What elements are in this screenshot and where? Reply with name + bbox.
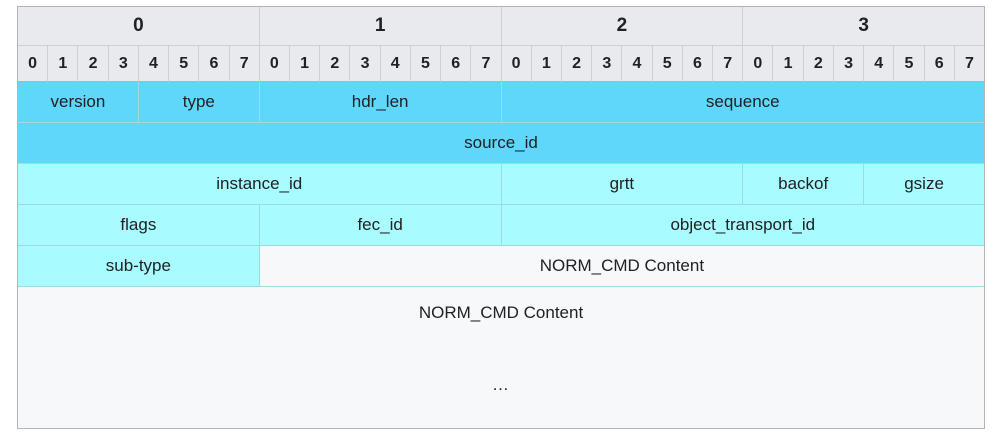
field-type: type — [138, 82, 260, 123]
field-sub-type: sub-type — [18, 246, 260, 287]
bit-header-16: 0 — [501, 46, 532, 82]
field-source-id: source_id — [18, 123, 985, 164]
bit-header-9: 1 — [289, 46, 321, 82]
field-gsize: gsize — [864, 164, 985, 205]
bit-header-27: 3 — [833, 46, 865, 82]
field-row-1: source_id — [18, 123, 985, 164]
bit-header-6: 6 — [199, 46, 230, 82]
payload-label: NORM_CMD Content — [418, 303, 584, 322]
field-fec-id: fec_id — [259, 205, 502, 246]
bit-header-30: 6 — [924, 46, 955, 82]
bit-header-25: 1 — [773, 46, 804, 82]
bit-header-15: 7 — [471, 46, 502, 82]
bit-header-13: 5 — [410, 46, 442, 82]
bit-header-26: 2 — [803, 46, 834, 82]
bit-header-12: 4 — [380, 46, 411, 82]
bit-header-5: 5 — [169, 46, 200, 82]
bit-header-8: 0 — [259, 46, 290, 82]
byte-header-3: 3 — [743, 7, 985, 46]
bit-header-1: 1 — [48, 46, 79, 82]
field-backof: backof — [743, 164, 865, 205]
bit-header-21: 5 — [652, 46, 683, 82]
bit-header-29: 5 — [894, 46, 925, 82]
field-object-transport-id: object_transport_id — [501, 205, 985, 246]
field-sequence: sequence — [501, 82, 985, 123]
bit-header-10: 2 — [320, 46, 351, 82]
bit-header-2: 2 — [78, 46, 109, 82]
bit-header-11: 3 — [350, 46, 381, 82]
payload-row: NORM_CMD Content … — [18, 287, 985, 429]
field-instance-id: instance_id — [18, 164, 502, 205]
field-norm-cmd-content: NORM_CMD Content — [259, 246, 985, 287]
payload-cell: NORM_CMD Content … — [18, 287, 985, 429]
field-grtt: grtt — [501, 164, 744, 205]
byte-header-0: 0 — [18, 7, 260, 46]
bit-header-4: 4 — [138, 46, 170, 82]
byte-header-1: 1 — [259, 7, 502, 46]
bit-header-22: 6 — [682, 46, 714, 82]
bit-header-3: 3 — [108, 46, 139, 82]
bit-header-0: 0 — [18, 46, 49, 82]
field-flags: flags — [18, 205, 260, 246]
payload-ellipsis: … — [492, 375, 510, 394]
field-version: version — [18, 82, 139, 123]
bit-header-20: 4 — [622, 46, 653, 82]
bit-header-19: 3 — [592, 46, 623, 82]
bit-header-24: 0 — [743, 46, 774, 82]
field-hdr-len: hdr_len — [259, 82, 502, 123]
bit-header-7: 7 — [229, 46, 260, 82]
bit-header-17: 1 — [531, 46, 562, 82]
bit-header-14: 6 — [441, 46, 472, 82]
byte-header-2: 2 — [501, 7, 744, 46]
bit-header-31: 7 — [954, 46, 985, 82]
bit-header-28: 4 — [864, 46, 895, 82]
bit-header-23: 7 — [713, 46, 744, 82]
bit-header-18: 2 — [561, 46, 593, 82]
